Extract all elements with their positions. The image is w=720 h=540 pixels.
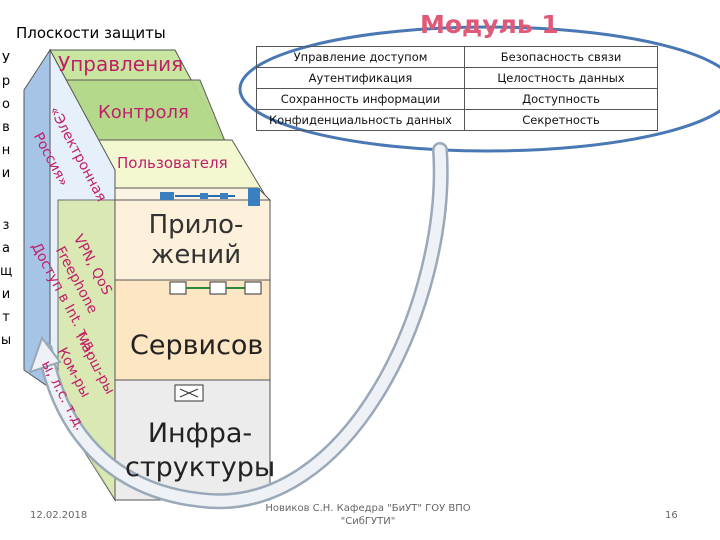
side-letter: н xyxy=(1,143,11,158)
table-row: Аутентификация Целостность данных xyxy=(256,67,658,89)
services-box xyxy=(114,279,271,381)
table-header-cell: Управление доступом xyxy=(256,46,465,68)
table-cell: Целостность данных xyxy=(464,67,658,89)
layer-services-label: Сервисов xyxy=(130,330,264,361)
slide-title: Модуль 1 xyxy=(420,10,559,39)
table-cell: Доступность xyxy=(464,88,658,110)
side-letter: в xyxy=(2,120,10,135)
side-letter: и xyxy=(1,166,11,181)
feedback-arrow-head xyxy=(28,335,62,374)
applications-link-icon xyxy=(169,281,262,295)
layer-applications-label: Прило-жений xyxy=(148,210,244,270)
layer-management-label: Управления xyxy=(58,52,184,76)
footer-author: Новиков С.Н. Кафедра "БиУТ" ГОУ ВПО "Сиб… xyxy=(265,503,471,527)
side-letter: р xyxy=(1,74,11,89)
cube-top xyxy=(114,187,272,201)
layer-infrastructure-label: Инфра-структуры xyxy=(125,418,276,483)
side-letter: и xyxy=(1,287,11,302)
module-table: Управление доступом Безопасность связи А… xyxy=(256,46,658,131)
applications-box xyxy=(114,199,271,281)
table-cell: Сохранность информации xyxy=(256,88,465,110)
footer-date: 12.02.2018 xyxy=(30,510,88,521)
layer-user-label: Пользователя xyxy=(117,154,228,172)
table-cell: Аутентификация xyxy=(256,67,465,89)
table-cell: Конфиденциальность данных xyxy=(256,109,465,131)
user-network-icon xyxy=(160,188,260,206)
module-ellipse xyxy=(238,25,720,153)
table-header-cell: Безопасность связи xyxy=(464,46,658,68)
planes-title: Плоскости защиты xyxy=(16,24,166,42)
side-letter: щ xyxy=(0,264,13,279)
side-letter: У xyxy=(2,52,10,67)
table-row: Конфиденциальность данных Секретность xyxy=(256,109,658,131)
table-row: Сохранность информации Доступность xyxy=(256,88,658,110)
side-panel xyxy=(23,48,51,389)
table-row: Управление доступом Безопасность связи xyxy=(256,46,658,68)
side-letter: ы xyxy=(0,333,12,348)
footer-page-number: 16 xyxy=(665,510,678,521)
services-switch-icon xyxy=(174,384,204,402)
side-letter: т xyxy=(2,310,10,325)
table-cell: Секретность xyxy=(464,109,658,131)
side-letter: а xyxy=(2,241,10,256)
side-letter: з xyxy=(2,218,10,233)
side-letter: о xyxy=(2,97,10,112)
layer-control-label: Контроля xyxy=(98,102,189,123)
